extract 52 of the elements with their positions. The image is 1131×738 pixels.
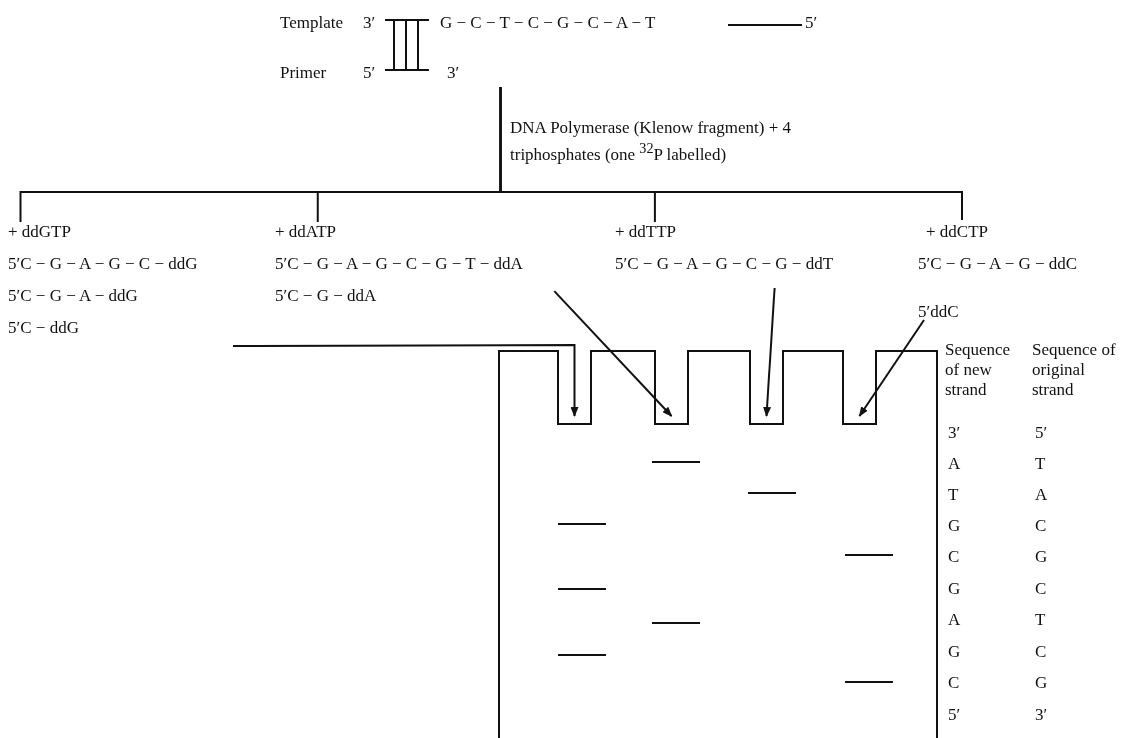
fragment-sequence: 5′C − G − A − G − C − G − ddT [615,254,834,274]
sequence-letter: 5′ [948,705,961,725]
fragment-sequence: 5′C − G − A − G − ddC [918,254,1078,274]
end-label: 3′ [363,13,376,33]
fragment-sequence: 5′C − G − A − G − C − G − T − ddA [275,254,523,274]
sequence-letter: G [1035,673,1048,693]
sequence-letter: G [948,579,961,599]
reagent-label: + ddATP [275,222,337,242]
sequence-letter: T [1035,610,1046,630]
column-heading: Sequence of new strand [945,340,1012,400]
arrow [232,344,579,417]
sequence-letter: G [948,642,961,662]
arrow [858,319,925,417]
fragment-sequence: 5′C − G − A − G − C − ddG [8,254,198,274]
strand-label: Primer [280,63,327,83]
sequence-letter: A [948,454,961,474]
sequence-letter: T [1035,454,1046,474]
gel-well [557,350,592,425]
sequence-letter: C [1035,516,1047,536]
sequence-letter: C [948,547,960,567]
template-sequence: G − C − T − C − G − C − A − T [440,13,656,33]
gel-well [749,350,784,425]
sequence-letter: G [1035,547,1048,567]
reagent-note: DNA Polymerase (Klenow fragment) + 4 triphosphates (one $^{32}$P labelled) [510,118,793,165]
sequence-letter: 3′ [948,423,961,443]
sequence-letter: 5′ [1035,423,1048,443]
end-label: 3′ [447,63,460,83]
reagent-label: + ddCTP [926,222,988,242]
fragment-sequence: 5′C − ddG [8,318,79,338]
column-heading: Sequence of original strand [1032,340,1117,400]
arrow [553,290,673,417]
fragment-sequence: 5′C − G − A − ddG [8,286,138,306]
end-label: 5′ [805,13,818,33]
gel-well [654,350,689,425]
branch-line [499,86,963,221]
reagent-label: + ddGTP [8,222,71,242]
sequence-letter: C [1035,579,1047,599]
strand-label: Template [280,13,343,33]
sequence-letter: A [1035,485,1048,505]
gel-well [842,350,877,425]
sequence-letter: C [948,673,960,693]
fragment-sequence: 5′C − G − ddA [275,286,377,306]
reagent-label: + ddTTP [615,222,677,242]
sequence-letter: G [948,516,961,536]
arrow [763,287,776,417]
sequence-letter: 3′ [1035,705,1048,725]
sequence-letter: C [1035,642,1047,662]
gel-slab [498,350,938,738]
fragment-sequence: 5′ddC [918,302,959,322]
sequence-letter: T [948,485,959,505]
end-label: 5′ [363,63,376,83]
sequence-letter: A [948,610,961,630]
